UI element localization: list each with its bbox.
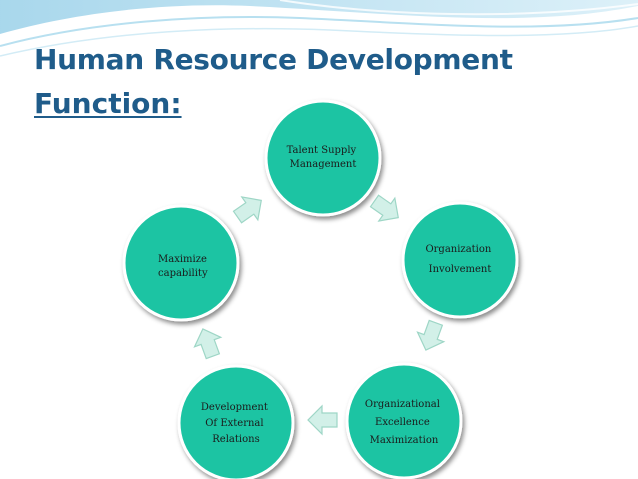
node-label: Development Of External Relations (201, 402, 271, 445)
cycle-arrows (193, 194, 446, 436)
arrow-icon (307, 404, 338, 436)
node-development-of-external-relations: Development Of External Relations (177, 364, 295, 479)
slide-title-line-2: Function: (34, 87, 182, 120)
label-line: Management (290, 159, 357, 170)
label-line: Organization (425, 244, 491, 255)
node-organizational-excellence-maximization: Organizational Excellence Maximization (345, 362, 463, 479)
arrow-icon (369, 194, 399, 222)
label-line: Of External (205, 418, 263, 429)
node-label: Maximize capability (158, 254, 210, 279)
node-maximize-capability: Maximize capability (122, 204, 240, 322)
decorative-waves (0, 0, 638, 57)
node-talent-supply-management: Talent Supply Management (264, 99, 382, 217)
arrow-icon (416, 319, 446, 351)
label-line: Excellence (375, 417, 430, 428)
node-label: Organization Involvement (425, 244, 494, 275)
label-line: Maximization (370, 435, 439, 446)
slide-title-line-1: Human Resource Development (34, 43, 513, 76)
label-line: capability (158, 268, 208, 279)
label-line: Development (201, 402, 268, 413)
node-organization-involvement: Organization Involvement (401, 201, 519, 319)
label-line: Relations (212, 434, 259, 445)
label-line: Talent Supply (287, 145, 357, 156)
label-line: Involvement (429, 264, 492, 275)
arrow-icon (193, 328, 223, 360)
slide-title: Human Resource Development Function: (34, 38, 513, 126)
node-label: Organizational Excellence Maximization (365, 399, 443, 446)
arrow-icon (232, 196, 262, 224)
label-line: Organizational (365, 399, 440, 410)
label-line: Maximize (158, 254, 207, 265)
node-label: Talent Supply Management (287, 145, 360, 170)
